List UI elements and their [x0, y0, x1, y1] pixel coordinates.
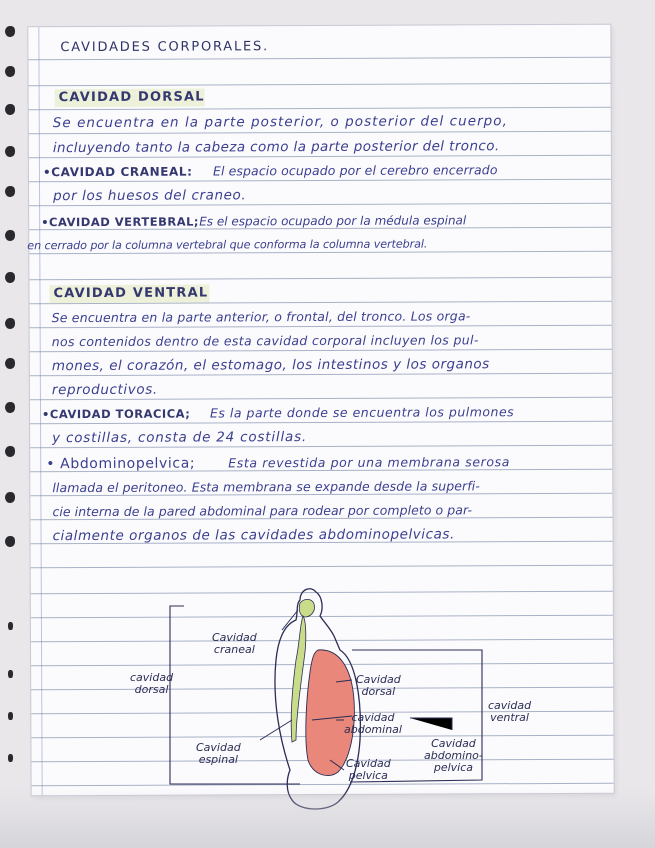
label-line: pelvica	[433, 761, 474, 774]
pointer-craneal	[281, 609, 299, 631]
label-cavidad-dorsal-right: Cavidad dorsal	[356, 674, 401, 698]
pointer-abdominal	[336, 717, 453, 730]
label-line: Cavidad	[356, 673, 401, 686]
binder-hole	[8, 622, 13, 630]
label-cavidad-espinal: Cavidad espinal	[196, 742, 241, 766]
binder-hole	[5, 492, 15, 503]
binder-hole	[5, 318, 15, 329]
label-line: Cavidad	[212, 631, 257, 644]
binder-hole	[5, 186, 15, 197]
label-line: Cavidad	[346, 757, 391, 770]
label-cavidad-dorsal-left: cavidad dorsal	[130, 672, 173, 696]
label-line: dorsal	[134, 683, 169, 696]
label-line: Cavidad	[431, 737, 476, 750]
pointer-pelvica	[329, 759, 345, 771]
label-cavidad-abdominopelvica: Cavidad abdomino- pelvica	[424, 738, 483, 774]
binder-hole	[5, 536, 15, 547]
binder-hole	[5, 230, 15, 241]
label-line: dorsal	[361, 685, 396, 698]
binder-hole	[5, 26, 15, 37]
label-cavidad-craneal: Cavidad craneal	[212, 632, 257, 656]
label-line: cavidad	[130, 671, 174, 684]
binder-hole	[5, 358, 15, 369]
binder-hole	[5, 402, 15, 413]
label-cavidad-pelvica: Cavidad pelvica	[346, 758, 391, 782]
diaphragm-line	[311, 715, 353, 721]
ventral-bracket	[349, 649, 483, 783]
binder-hole	[5, 446, 15, 457]
label-cavidad-ventral: cavidad ventral	[488, 700, 531, 724]
label-line: abdominal	[344, 723, 402, 736]
photo-bottom-shadow	[0, 788, 655, 848]
label-line: pelvica	[348, 769, 388, 782]
dorsal-bracket	[169, 605, 300, 785]
label-line: craneal	[213, 643, 255, 656]
label-cavidad-abdominal: cavidad abdominal	[344, 712, 402, 736]
binder-hole	[5, 272, 15, 283]
label-line: ventral	[490, 711, 529, 724]
binder-hole	[5, 146, 15, 157]
binder-hole	[5, 66, 15, 77]
pointer-dorsal	[335, 679, 353, 683]
label-line: Cavidad	[196, 741, 241, 754]
label-line: cavidad	[351, 711, 395, 724]
label-line: cavidad	[488, 699, 532, 712]
label-line: espinal	[198, 753, 238, 766]
spinal-cavity-shape	[290, 615, 307, 743]
binder-hole	[8, 712, 13, 720]
cranial-cavity-shape	[298, 598, 315, 618]
pointer-espinal	[259, 719, 293, 741]
binder-hole	[8, 754, 13, 762]
label-line: abdomino-	[424, 749, 483, 762]
binder-hole	[5, 104, 15, 115]
binder-hole	[8, 670, 13, 678]
